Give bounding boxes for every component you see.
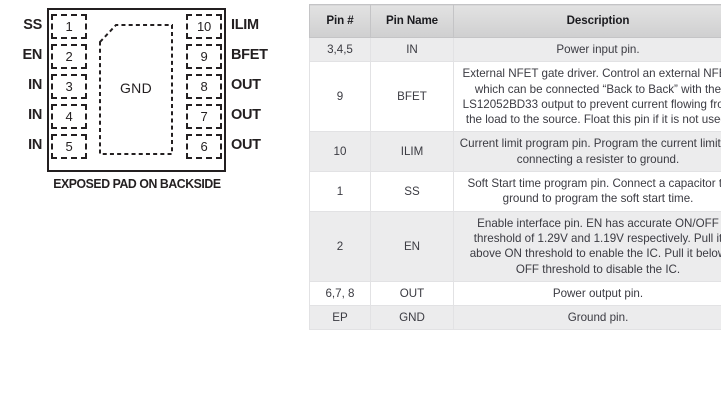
figure-caption: EXPOSED PAD ON BACKSIDE [53, 176, 221, 191]
cell-pin-name: GND [370, 305, 454, 331]
cell-pin-name: ILIM [370, 131, 454, 173]
pin-signal-label-ss: SS [23, 17, 42, 33]
cell-pin-number: 2 [309, 210, 371, 282]
cell-description: Enable interface pin. EN has accurate ON… [453, 210, 721, 282]
cell-pin-number: 9 [309, 61, 371, 133]
pad-9: 9 [186, 44, 222, 69]
pin-signal-label-en: EN [22, 47, 42, 63]
column-header-pin-number: Pin # [309, 4, 371, 38]
cell-pin-number: EP [309, 305, 371, 331]
table-row: 10 ILIM Current limit program pin. Progr… [309, 131, 721, 173]
pad-7: 7 [186, 104, 222, 129]
pin-signal-label-in4: IN [28, 107, 42, 123]
pad-5: 5 [51, 134, 87, 159]
pad-4: 4 [51, 104, 87, 129]
pad-10: 10 [186, 14, 222, 39]
pad-8: 8 [186, 74, 222, 99]
pad-3: 3 [51, 74, 87, 99]
cell-pin-number: 6,7, 8 [309, 280, 371, 307]
cell-description: Soft Start time program pin. Connect a c… [453, 171, 721, 212]
pin-signal-label-in3: IN [28, 77, 42, 93]
pin-signal-label-out7: OUT [231, 107, 261, 123]
pad-2: 2 [51, 44, 87, 69]
table-body: 3,4,5 IN Power input pin. 9 BFET Externa… [309, 36, 721, 331]
package-pinout-figure: GND SS EN IN IN IN 1 2 3 4 5 10 9 8 7 6 … [0, 0, 296, 400]
gnd-pad-label: GND [119, 80, 152, 96]
pin-signal-label-out8: OUT [231, 77, 261, 93]
pin-description-table: Pin # Pin Name Description 3,4,5 IN Powe… [309, 4, 721, 331]
table-header-row: Pin # Pin Name Description [309, 4, 721, 38]
exposed-gnd-pad [99, 24, 173, 155]
table-row: 6,7, 8 OUT Power output pin. [309, 280, 721, 307]
pin-signal-label-ilim: ILIM [231, 17, 259, 33]
cell-pin-name: BFET [370, 61, 454, 133]
cell-pin-name: IN [370, 36, 454, 63]
pin-signal-label-out6: OUT [231, 137, 261, 153]
table-row: 9 BFET External NFET gate driver. Contro… [309, 61, 721, 133]
pad-6: 6 [186, 134, 222, 159]
table-row: 3,4,5 IN Power input pin. [309, 36, 721, 63]
table-row: EP GND Ground pin. [309, 305, 721, 331]
cell-pin-number: 10 [309, 131, 371, 173]
cell-description: Power output pin. [453, 280, 721, 307]
pad-1: 1 [51, 14, 87, 39]
cell-description: Ground pin. [453, 305, 721, 331]
table-row: 1 SS Soft Start time program pin. Connec… [309, 171, 721, 212]
pin-signal-label-bfet: BFET [231, 47, 268, 63]
column-header-description: Description [453, 4, 721, 38]
cell-description: Current limit program pin. Program the c… [453, 131, 721, 173]
table-row: 2 EN Enable interface pin. EN has accura… [309, 210, 721, 282]
table-header: Pin # Pin Name Description [309, 4, 721, 38]
cell-pin-number: 3,4,5 [309, 36, 371, 63]
cell-pin-name: SS [370, 171, 454, 212]
cell-pin-name: EN [370, 210, 454, 282]
column-header-pin-name: Pin Name [370, 4, 454, 38]
pin-signal-label-in5: IN [28, 137, 42, 153]
cell-pin-name: OUT [370, 280, 454, 307]
pin-description-table-container: Pin # Pin Name Description 3,4,5 IN Powe… [309, 4, 721, 331]
cell-description: External NFET gate driver. Control an ex… [453, 61, 721, 133]
cell-description: Power input pin. [453, 36, 721, 63]
cell-pin-number: 1 [309, 171, 371, 212]
